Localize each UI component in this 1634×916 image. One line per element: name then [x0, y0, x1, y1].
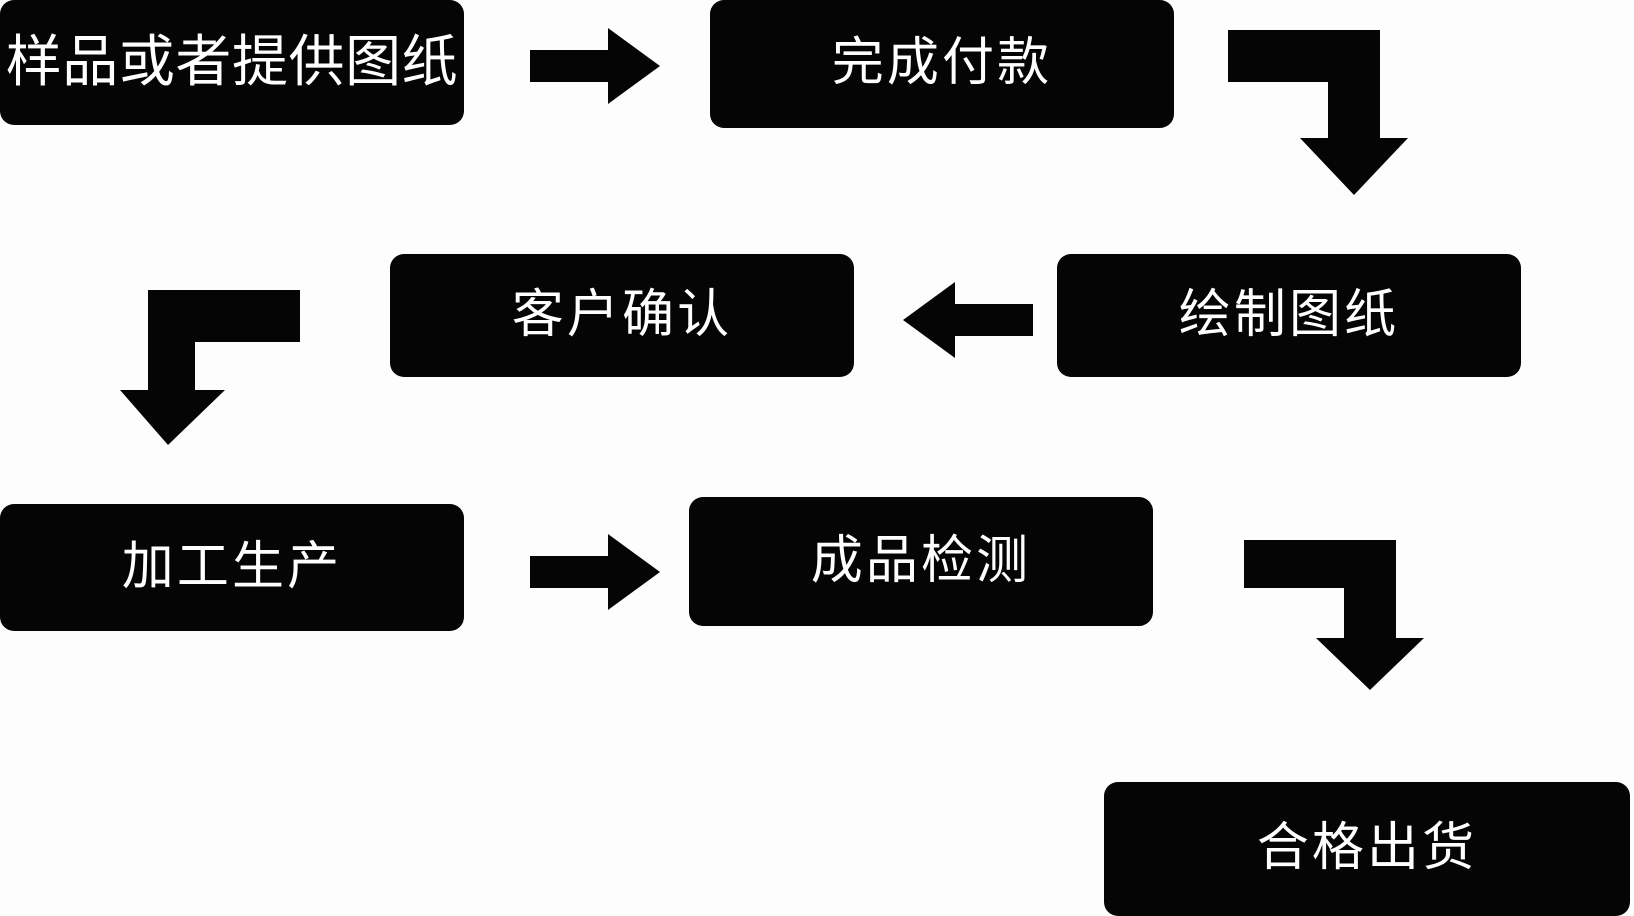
- flow-node-draw-drawing[interactable]: 绘制图纸: [1057, 254, 1521, 377]
- flow-node-label: 客户确认: [511, 284, 733, 345]
- flow-node-label: 完成付款: [831, 33, 1053, 94]
- arrow-elbow-down-icon-confirm-to-production: [120, 290, 300, 445]
- flow-node-sample-or-drawing[interactable]: 样品或者提供图纸: [0, 0, 464, 125]
- flow-node-label: 成品检测: [810, 530, 1032, 591]
- flow-node-label: 绘制图纸: [1178, 284, 1400, 345]
- arrow-elbow-down-icon-payment-to-drawing: [1228, 30, 1408, 195]
- arrow-left-icon-drawing-to-confirm: [903, 282, 1033, 358]
- flow-node-finished-inspection[interactable]: 成品检测: [689, 497, 1153, 626]
- flow-node-label: 样品或者提供图纸: [5, 29, 459, 95]
- arrow-right-icon-sample-to-payment: [530, 28, 660, 104]
- flow-node-customer-confirm[interactable]: 客户确认: [390, 254, 854, 377]
- arrow-right-icon-production-to-inspection: [530, 534, 660, 610]
- flow-node-qualified-shipment[interactable]: 合格出货: [1104, 782, 1630, 916]
- flow-node-complete-payment[interactable]: 完成付款: [710, 0, 1174, 128]
- flow-node-label: 合格出货: [1256, 818, 1478, 879]
- arrow-elbow-down-icon-inspection-to-shipment: [1244, 540, 1424, 690]
- flow-node-label: 加工生产: [121, 536, 343, 597]
- flow-node-machining-production[interactable]: 加工生产: [0, 504, 464, 631]
